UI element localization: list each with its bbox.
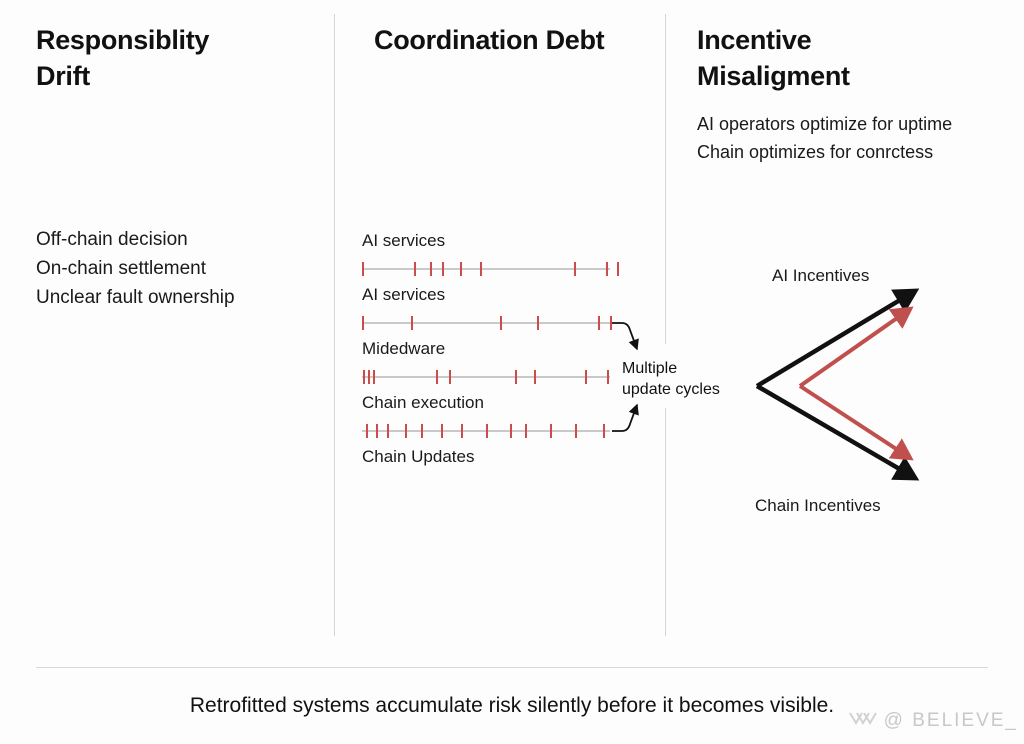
timeline-tick (441, 424, 443, 438)
timeline-tick (421, 424, 423, 438)
column-divider-left (334, 14, 335, 636)
column-title-coordination-debt: Coordination Debt (374, 25, 605, 55)
timeline-tick (461, 424, 463, 438)
timeline-track-2 (362, 370, 610, 384)
timeline-tick (598, 316, 600, 330)
column-title-incentive-misalignment: Incentive Misaligment (697, 25, 850, 91)
timeline-tick (486, 424, 488, 438)
incentive-line-chain-optimizes: Chain optimizes for conrctess (697, 142, 934, 162)
timeline-tick (436, 370, 438, 384)
incentive-line-ai-operators: AI operators optimize for uptime (697, 114, 953, 134)
annotation-multiple-update-cycles: Multiple update cycles (622, 360, 720, 398)
timeline-tick (362, 262, 364, 276)
column-title-responsibility-drift: Responsiblity Drift (36, 25, 210, 91)
timeline-tick (387, 424, 389, 438)
column-divider-right-lower (665, 408, 666, 636)
watermark-text: @ BELIEVE_ (883, 710, 1018, 731)
timeline-label-0: AI services (362, 231, 446, 250)
watermark: @ BELIEVE_ (848, 710, 1018, 732)
timeline-tick (534, 370, 536, 384)
timeline-track-3 (362, 424, 610, 438)
responsibility-line-on-chain-settlement: On-chain settlement (36, 258, 207, 279)
timeline-tick (537, 316, 539, 330)
arrow-chain-incentives-red (798, 384, 914, 461)
timeline-tick (575, 424, 577, 438)
timeline-tick (510, 424, 512, 438)
timeline-track-1 (362, 316, 612, 330)
timeline-tick (617, 262, 619, 276)
timeline-tick (449, 370, 451, 384)
timeline-tick (585, 370, 587, 384)
believe-logo-icon (848, 712, 877, 725)
timeline-tick (373, 370, 375, 384)
footer-divider (36, 667, 988, 668)
label-ai-incentives: AI Incentives (772, 266, 870, 285)
arrow-ai-incentives-red (798, 306, 914, 388)
timeline-tick (525, 424, 527, 438)
timeline-tick (606, 262, 608, 276)
timeline-tick (411, 316, 413, 330)
timeline-tick (515, 370, 517, 384)
responsibility-line-unclear-fault-ownership: Unclear fault ownership (36, 287, 235, 308)
timeline-label-3: Chain execution (362, 393, 484, 412)
timeline-tick (442, 262, 444, 276)
timeline-tick (363, 370, 365, 384)
timeline-tick (610, 316, 612, 330)
timeline-tick (607, 370, 609, 384)
arrow-ai-incentives-black (755, 288, 920, 388)
timeline-tick (414, 262, 416, 276)
timeline-tick (362, 316, 364, 330)
timeline-tick (430, 262, 432, 276)
timeline-tick (550, 424, 552, 438)
timeline-tick (366, 424, 368, 438)
timeline-tick (460, 262, 462, 276)
timeline-tick (368, 370, 370, 384)
timeline-label-1: AI services (362, 285, 446, 304)
timeline-tick (480, 262, 482, 276)
timeline-label-2: Midedware (362, 339, 446, 358)
responsibility-line-off-chain-decision: Off-chain decision (36, 229, 188, 250)
column-divider-right-upper (665, 14, 666, 344)
arrow-chain-incentives-black (755, 384, 920, 481)
timeline-tick (376, 424, 378, 438)
footer-caption: Retrofitted systems accumulate risk sile… (189, 694, 835, 717)
timeline-tick (603, 424, 605, 438)
timeline-tick (574, 262, 576, 276)
timeline-track-0 (362, 262, 619, 276)
timeline-tick (405, 424, 407, 438)
label-chain-incentives: Chain Incentives (755, 496, 881, 515)
timeline-tick (500, 316, 502, 330)
timeline-label-4: Chain Updates (362, 447, 475, 466)
